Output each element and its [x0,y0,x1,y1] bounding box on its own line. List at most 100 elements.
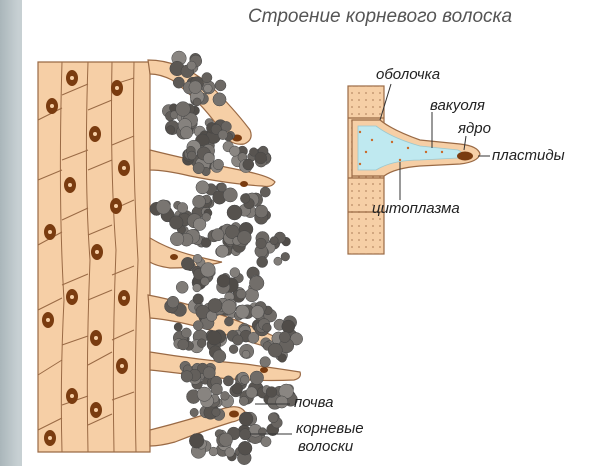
soil-particle [242,350,250,358]
soil-particle [197,339,206,348]
soil-particle [189,81,202,94]
soil-particle [167,296,179,308]
soil-particle [249,276,264,291]
label-membrane: оболочка [376,66,440,83]
soil-particle [251,306,264,319]
soil-particle [282,320,295,333]
soil-particle [193,195,206,208]
soil-particle [236,305,250,319]
label-root-hairs-line2: волоски [298,438,353,455]
soil-particle [212,408,220,416]
soil-particle [230,146,240,156]
soil-particle [193,218,206,231]
soil-particle [221,391,230,400]
soil-particle [233,335,243,345]
soil-particle [240,194,250,204]
soil-particle [174,323,182,331]
soil-particle [255,205,268,218]
soil-particle [208,298,222,312]
soil-particle [229,345,238,354]
soil-particle [219,433,233,447]
soil-particle [238,441,252,455]
soil-particle [193,254,202,263]
label-plastids: пластиды [492,147,565,164]
soil-particle [250,371,264,385]
soil-particle [193,163,204,174]
root-tissue [38,62,150,452]
soil-particle [181,257,194,270]
soil-particle [246,387,257,398]
soil-particle [268,343,282,357]
soil-particle [218,183,227,192]
soil-particle [213,350,226,363]
soil-particle [281,252,290,261]
soil-particle [263,323,272,332]
soil-particle [203,153,214,164]
soil-particle [187,151,196,160]
soil-particle [193,294,204,305]
soil-particle [243,159,254,170]
soil-particle [258,428,266,436]
soil-particle [213,159,224,170]
soil-particle [212,229,224,241]
soil-particle [239,396,248,405]
label-soil: почва [294,394,334,411]
soil-particle [268,413,278,423]
soil-particle [201,277,210,286]
soil-particle [261,437,271,447]
soil-particle [257,257,268,268]
soil-particle [230,268,240,278]
soil-particle [266,387,277,398]
soil-particle [222,300,237,315]
soil-particle [193,284,201,292]
soil-particle [181,328,191,338]
soil-particle [156,200,170,214]
soil-particle [224,317,233,326]
soil-particle [239,412,253,426]
soil-particle [240,429,251,440]
soil-particle [201,263,216,278]
soil-particle [236,289,246,299]
soil-particle [197,387,211,401]
soil-particle [189,434,204,449]
soil-particle [193,321,203,331]
soil-particle [204,84,213,93]
soil-particle [203,367,215,379]
soil-particle [187,61,196,70]
soil-particle [270,237,278,245]
soil-particle [213,93,226,106]
soil-particle [276,396,288,408]
soil-particle [193,98,201,106]
label-cytoplasm: цитоплазма [372,200,460,217]
soil-particle [202,73,212,83]
soil-particle [170,232,184,246]
soil-particle [240,375,249,384]
label-nucleus: ядро [458,120,491,137]
soil-particle [176,102,191,117]
soil-particle [256,238,267,249]
soil-particle [260,187,270,197]
soil-particle [223,376,233,386]
soil-particle [207,331,221,345]
soil-particle [238,231,252,245]
soil-particle [176,281,188,293]
soil-particle [216,245,228,257]
soil-particle [180,127,192,139]
soil-particle [255,152,267,164]
soil-particle [170,216,184,230]
label-root-hairs-line1: корневые [296,420,364,437]
soil-particle [218,130,228,140]
soil-particle [279,332,290,343]
soil-particle [166,126,175,135]
soil-particle [196,181,209,194]
soil-particle [260,357,271,368]
soil-particle [211,384,223,396]
soil-particle [225,448,235,458]
soil-particle [177,203,188,214]
soil-particle [248,332,259,343]
soil-particle [232,383,243,394]
soil-particle [227,205,242,220]
diagram-title: Строение корневого волоска [248,6,512,28]
soil-particle [178,339,189,350]
